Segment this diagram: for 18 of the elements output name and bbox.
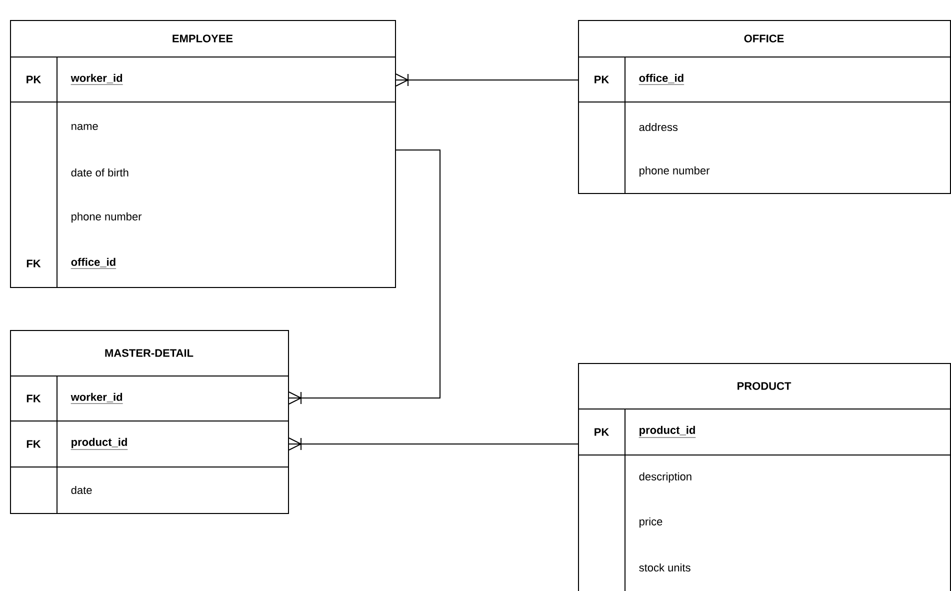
table-row: stock units <box>639 563 690 572</box>
table-row: PK worker_id <box>26 74 123 85</box>
table-row: name <box>72 124 98 130</box>
table-row: FK office_id <box>26 258 116 269</box>
relationship-line <box>288 150 440 404</box>
table-row: PK product_id <box>594 426 696 438</box>
table-row: phone number <box>640 166 710 177</box>
relationship-line <box>288 438 578 450</box>
table-row: description <box>639 472 692 483</box>
table-row: PK office_id <box>594 74 684 85</box>
table-row: FK worker_id <box>26 392 123 404</box>
relationship-line <box>396 74 578 86</box>
table-row: date <box>71 486 92 494</box>
table-row: address <box>639 122 678 132</box>
table-row: FK product_id <box>26 438 128 450</box>
table-row: price <box>640 517 662 528</box>
table-row: date of birth <box>71 168 128 177</box>
table-row: phone number <box>72 212 142 223</box>
